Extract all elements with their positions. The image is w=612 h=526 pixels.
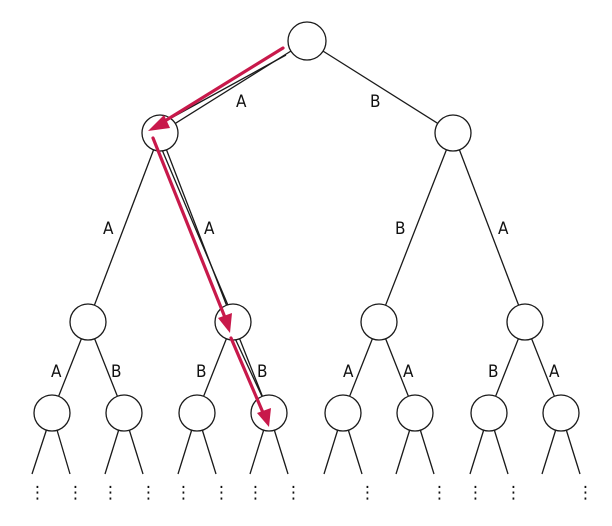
continuation-dots: ⋮: [102, 483, 119, 503]
node-l1-a: [141, 114, 179, 152]
node-l1-b: [434, 114, 472, 152]
path-arrow-3: [229, 336, 266, 417]
edge-label-l2: B: [257, 362, 268, 382]
continuation-dots: ⋮ ⋮ ⋮ ⋮ ⋮ ⋮ ⋮ ⋮ ⋮ ⋮ ⋮ ⋮ ⋮: [29, 483, 594, 503]
path-arrow-2: [151, 136, 228, 322]
node-l3: [105, 394, 143, 432]
node-l3: [396, 394, 434, 432]
node-l2: [360, 303, 398, 341]
continuation-dots: ⋮: [67, 483, 84, 503]
edge-label-l2: B: [111, 362, 122, 382]
node-l2: [69, 303, 107, 341]
node-l2: [506, 303, 544, 341]
node-l3: [470, 394, 508, 432]
node-l3: [324, 394, 362, 432]
tree-nodes: [33, 21, 580, 432]
path-arrow-3-head: [257, 408, 271, 427]
edge-label-l2: A: [343, 362, 354, 382]
edge-label-l2: A: [403, 362, 414, 382]
continuation-dots: ⋮: [213, 483, 230, 503]
continuation-dots: ⋮: [431, 483, 448, 503]
edge-label-l2: B: [196, 362, 207, 382]
edge-labels: A B A A B A A B B B A A B A: [51, 92, 560, 382]
edge-label-l1: B: [395, 219, 406, 239]
continuation-dots: ⋮: [285, 483, 302, 503]
node-l3: [33, 394, 71, 432]
path-arrow-1-head: [148, 115, 170, 131]
highlighted-path: [148, 46, 285, 427]
continuation-dots: ⋮: [359, 483, 376, 503]
edge-label-root-left: A: [236, 92, 247, 112]
edge-label-root-right: B: [370, 92, 381, 112]
continuation-dots: ⋮: [467, 483, 484, 503]
edge-label-l1: A: [498, 219, 509, 239]
node-l3: [178, 394, 216, 432]
continuation-dots: ⋮: [247, 483, 264, 503]
continuation-dots: ⋮: [140, 483, 157, 503]
continuation-dots: ⋮: [577, 483, 594, 503]
edge-label-l1: A: [204, 219, 215, 239]
edge-label-l2: A: [549, 362, 560, 382]
continuation-dots: ⋮: [175, 483, 192, 503]
continuation-dots: ⋮: [29, 483, 46, 503]
path-arrow-1: [158, 46, 285, 126]
edge-label-l1: A: [103, 219, 114, 239]
edge-label-l2: A: [51, 362, 62, 382]
node-l3: [542, 394, 580, 432]
edge-label-l2: B: [488, 362, 499, 382]
node-root: [287, 21, 327, 61]
continuation-dots: ⋮: [505, 483, 522, 503]
highlight-guide-lines: [159, 54, 287, 406]
path-arrow-2-head: [218, 313, 232, 333]
